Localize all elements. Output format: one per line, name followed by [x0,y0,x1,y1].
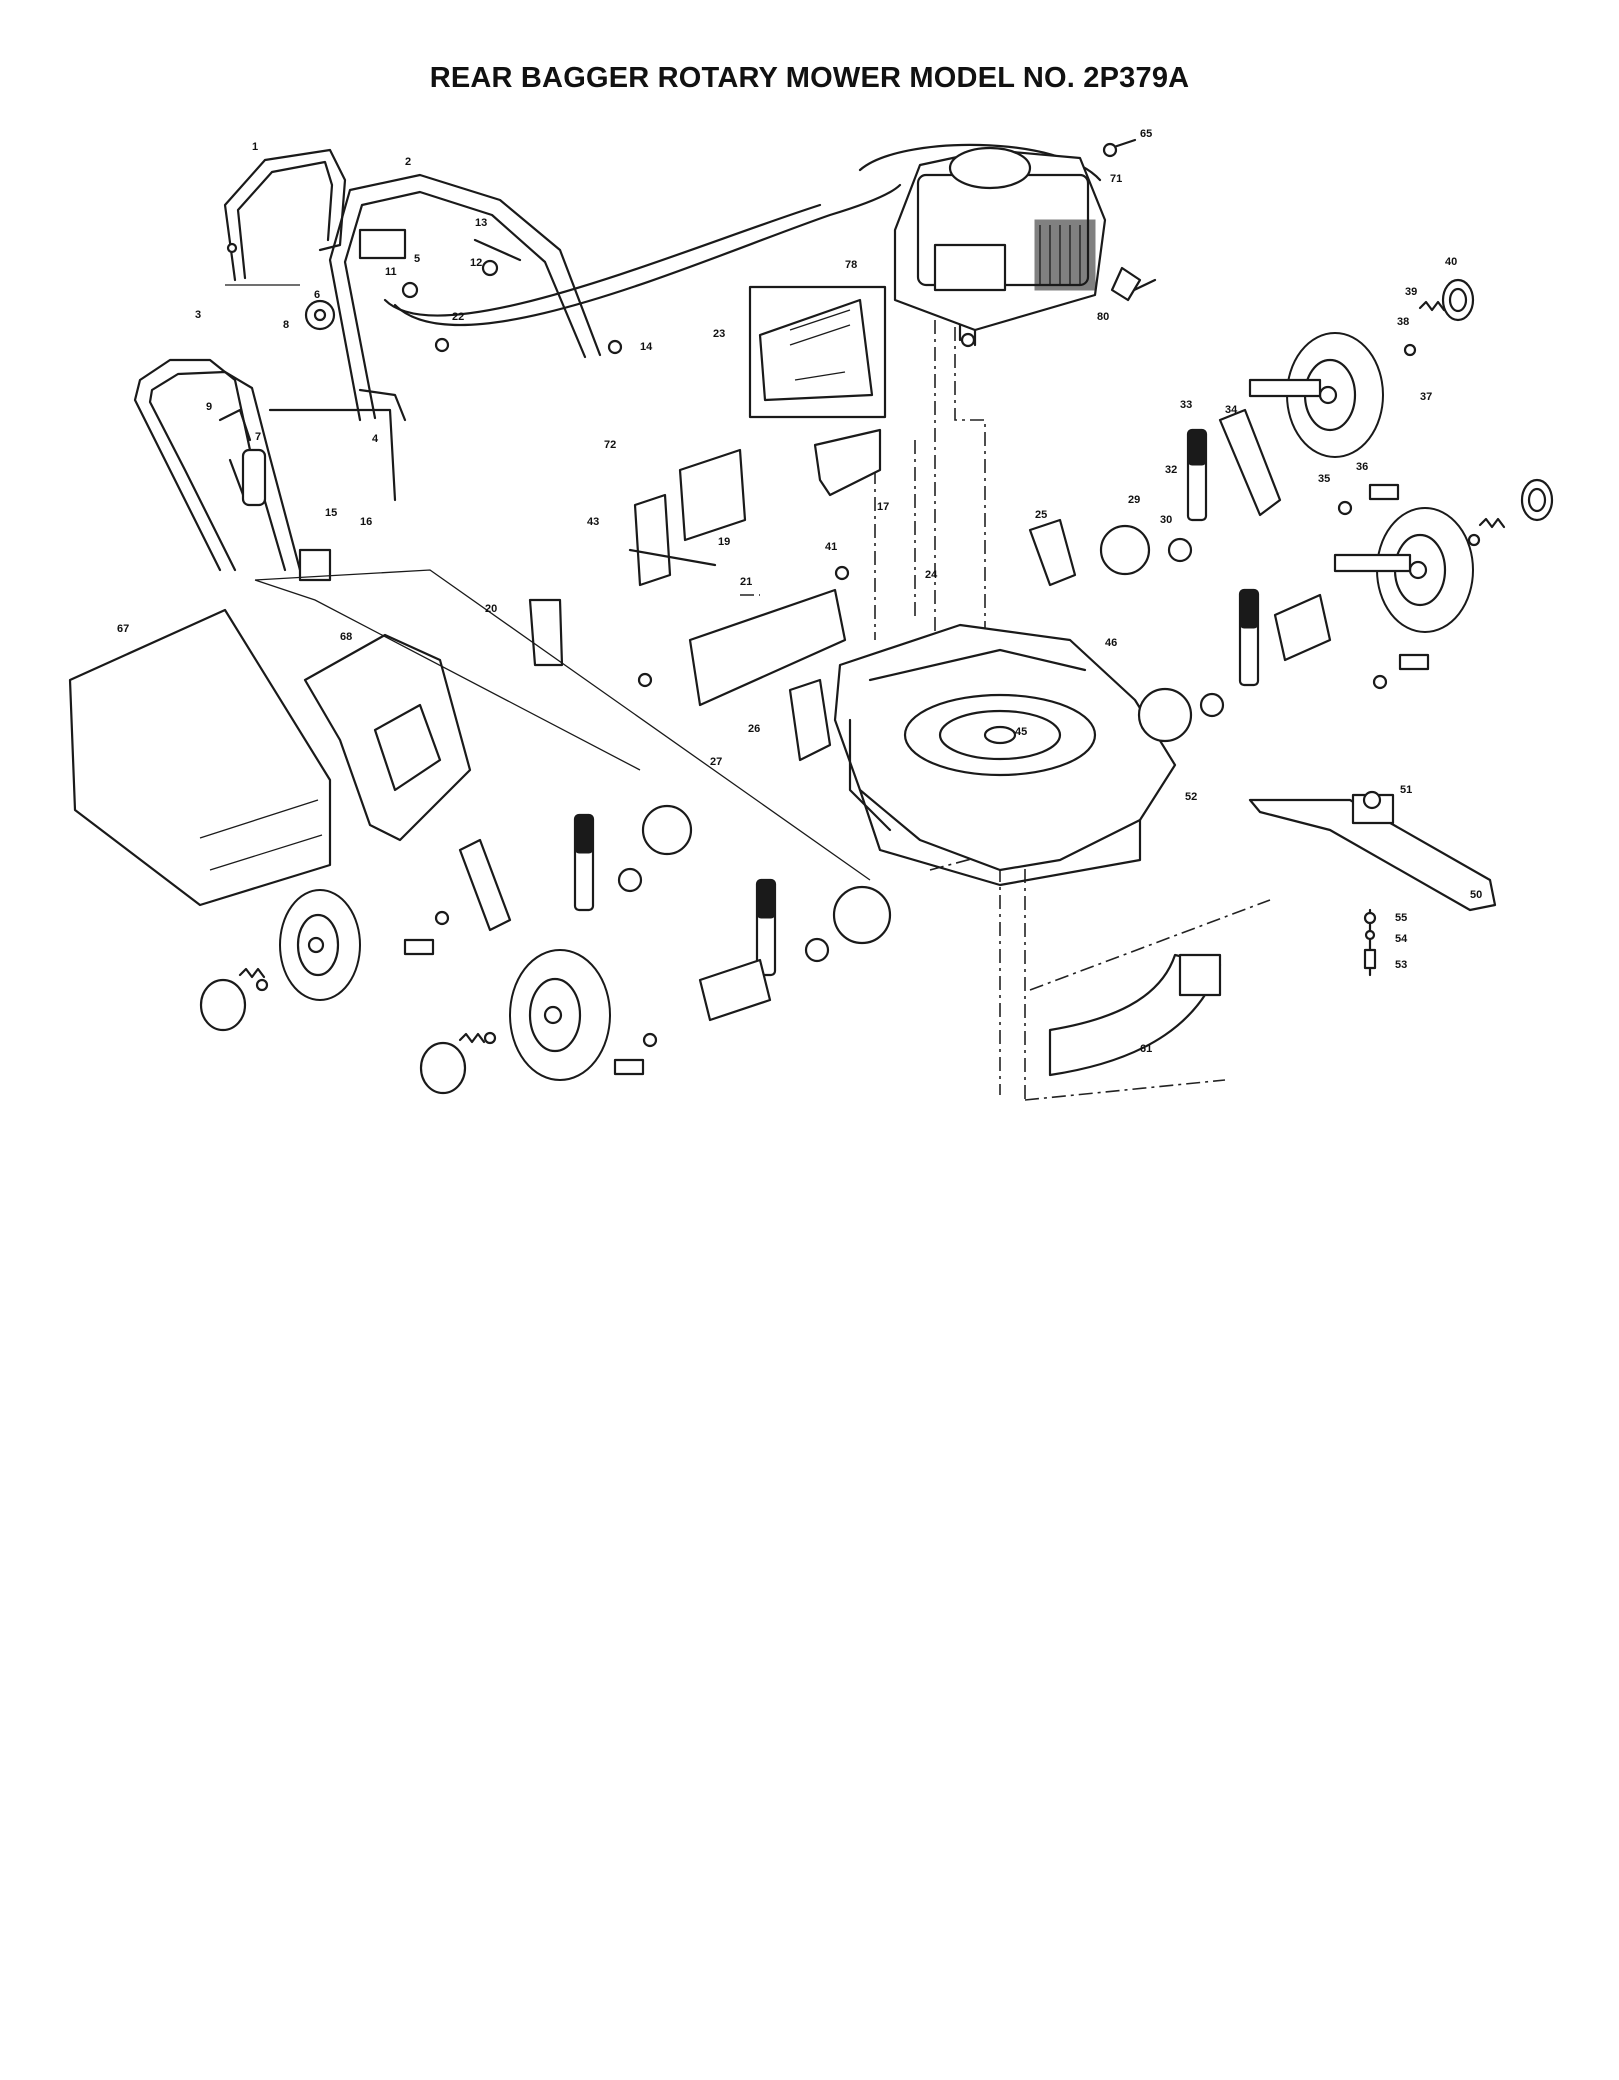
callout-36: 36 [1356,461,1368,473]
callout-6: 6 [314,289,320,301]
callout-13: 13 [475,217,487,229]
hubcaps-40 [199,278,1554,1095]
callout-78: 78 [845,259,857,271]
callout-54: 54 [1395,933,1408,945]
callout-14: 14 [640,341,653,353]
bag-leader-lines [254,569,871,881]
callout-22: 22 [452,311,464,323]
callout-20: 20 [485,603,497,615]
callout-53: 53 [1395,959,1407,971]
callout-29: 29 [1128,494,1140,506]
bracket-25 [1028,518,1077,587]
callout-68: 68 [340,631,352,643]
callout-67: 67 [117,623,129,635]
callout-50: 50 [1470,889,1482,901]
callout-4: 4 [372,433,379,445]
callout-46: 46 [1105,637,1117,649]
grass-bag-67 [68,608,332,907]
baffle-61 [1048,953,1222,1077]
callout-8: 8 [283,319,289,331]
wheel-front-right-lower [1333,507,1474,633]
diagram-title: REAR BAGGER ROTARY MOWER MODEL NO. 2P379… [429,62,1190,94]
wheel-rear-left-lower [509,949,611,1081]
axle-brackets-34 [458,408,1332,1022]
wheel-rear-left-upper [279,889,361,1001]
deck-52 [833,623,1177,887]
callout-24: 24 [925,569,938,581]
height-levers-32-33 [573,428,1260,977]
handle-knobs-and-bolts [218,238,623,582]
inset-box-23 [748,285,887,419]
adjust-gears-29-30 [617,524,1225,963]
bag-frame-68 [303,633,472,842]
callout-9: 9 [206,401,212,413]
callout-39: 39 [1405,286,1417,298]
callout-72: 72 [604,439,616,451]
callout-61: 61 [1140,1043,1152,1055]
callout-45: 45 [1015,726,1027,738]
callout-30: 30 [1160,514,1172,526]
plate-19 [678,448,747,542]
callout-17: 17 [877,501,889,513]
bracket-17 [813,428,882,497]
callout-37: 37 [1420,391,1432,403]
hinge-bracket [633,493,672,587]
callout-12: 12 [470,257,482,269]
upper-handle-2 [328,173,602,422]
bolts-35-36 [403,483,1430,1076]
callout-32: 32 [1165,464,1177,476]
callout-5: 5 [414,253,420,265]
deflector-21 [688,588,847,707]
callout-25: 25 [1035,509,1047,521]
callout-40: 40 [1445,256,1457,268]
callout-labels: 1 2 3 4 5 6 7 8 9 11 12 13 14 15 16 17 1… [117,128,1482,1055]
callout-26: 26 [748,723,760,735]
engine-fasteners [1102,138,1157,302]
control-cable [383,183,902,327]
callout-38: 38 [1397,316,1409,328]
callout-34: 34 [1225,404,1238,416]
callout-52: 52 [1185,791,1197,803]
callout-15: 15 [325,507,337,519]
engine-78 [858,143,1107,348]
callout-23: 23 [713,328,725,340]
callout-33: 33 [1180,399,1192,411]
hinge-26 [788,678,832,762]
callout-41: 41 [825,541,837,553]
upper-handle-1 [223,148,347,286]
callout-3: 3 [195,309,201,321]
callout-51: 51 [1400,784,1412,796]
callout-27: 27 [710,756,722,768]
callout-71: 71 [1110,173,1122,185]
callout-35: 35 [1318,473,1330,485]
wheel-front-right-upper [1248,332,1384,458]
callout-1: 1 [252,141,258,153]
callout-55: 55 [1395,912,1407,924]
callout-11: 11 [385,266,397,278]
callout-16: 16 [360,516,372,528]
mid-brackets [528,428,1077,762]
springs-washers [238,300,1506,1045]
callout-7: 7 [255,431,261,443]
callout-43: 43 [587,516,599,528]
blade-50 [1248,790,1497,977]
callout-21: 21 [740,576,752,588]
callout-19: 19 [718,536,730,548]
bracket-20 [528,598,564,667]
callout-65: 65 [1140,128,1152,140]
callout-2: 2 [405,156,411,168]
callout-80: 80 [1097,311,1109,323]
